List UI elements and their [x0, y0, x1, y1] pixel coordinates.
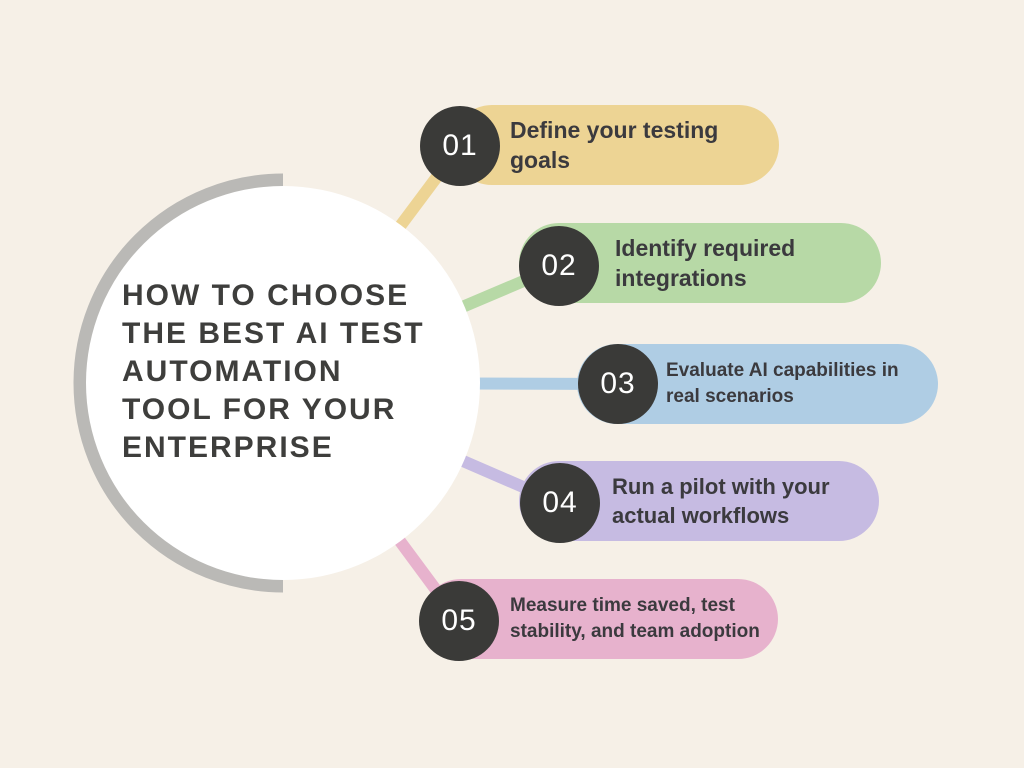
circle-ring-arc	[73, 173, 284, 593]
step-label-line: Identify required	[615, 235, 796, 261]
step-label-line: real scenarios	[666, 386, 794, 407]
step-badge-4: 04	[520, 463, 600, 543]
step-label-line: Measure time saved, test	[510, 595, 735, 616]
step-label-line: Evaluate AI capabilities in	[666, 360, 899, 381]
step-number: 01	[442, 129, 478, 162]
step-label-line: Define your testing	[510, 117, 719, 143]
step-label-line: integrations	[615, 265, 747, 291]
step-number: 02	[541, 249, 577, 282]
title-line: TOOL FOR YOUR	[122, 393, 397, 426]
step-label-line: actual workflows	[612, 503, 790, 528]
step-label-line: stability, and team adoption	[510, 621, 760, 642]
step-badge-1: 01	[420, 106, 500, 186]
step-number: 05	[441, 604, 477, 637]
title-line: ENTERPRISE	[122, 431, 334, 464]
center-circle	[86, 186, 480, 580]
step-badge-5: 05	[419, 581, 499, 661]
step-pill-1: Define your testing goals	[452, 105, 779, 185]
step-badge-2: 02	[519, 226, 599, 306]
step-label-line: goals	[510, 147, 571, 173]
title-line: THE BEST AI TEST	[122, 317, 425, 350]
title-line: AUTOMATION	[122, 355, 343, 388]
step-number: 04	[542, 486, 578, 519]
page-title: HOW TO CHOOSE THE BEST AI TEST AUTOMATIO…	[122, 277, 452, 467]
step-label-line: Run a pilot with your	[612, 474, 830, 499]
step-badge-3: 03	[578, 344, 658, 424]
step-number: 03	[600, 367, 636, 400]
title-line: HOW TO CHOOSE	[122, 279, 410, 312]
